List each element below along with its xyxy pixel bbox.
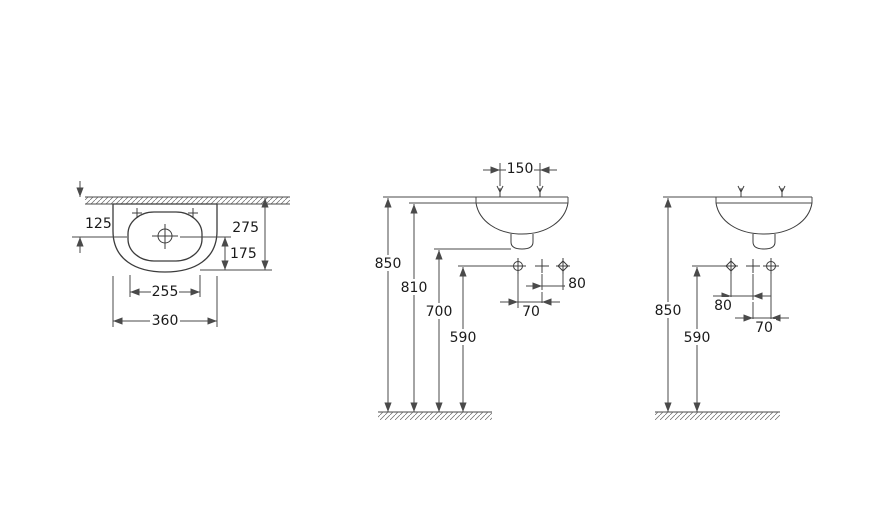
dim-label-80-front: 80 — [568, 276, 586, 292]
fixing-hole-cross-icon — [746, 259, 760, 273]
basin-front-profile — [475, 185, 569, 250]
floor-line-front — [378, 411, 492, 420]
dim-850-side: 850 — [652, 196, 716, 412]
tap-symbol-icon — [496, 185, 504, 198]
dim-70-side: 70 — [735, 274, 789, 336]
top-view: 125 275 175 255 — [72, 181, 290, 329]
dim-label-700: 700 — [426, 304, 453, 320]
dim-810: 810 — [398, 202, 476, 412]
dim-label-150: 150 — [507, 161, 534, 177]
front-view: 150 850 810 700 59 — [372, 160, 588, 420]
fixing-hole-diamond-icon — [724, 258, 738, 274]
dim-275: 275 — [200, 198, 272, 271]
tap-hole-icon — [152, 224, 178, 249]
fixing-hole-circle-icon — [763, 258, 779, 274]
dim-label-850-side: 850 — [655, 303, 682, 319]
dim-125: 125 — [72, 181, 127, 253]
dim-175: 175 — [180, 236, 257, 270]
dim-label-70-front: 70 — [522, 304, 540, 320]
dim-label-70-side: 70 — [755, 320, 773, 336]
dim-255: 255 — [129, 275, 201, 300]
dim-label-810: 810 — [401, 280, 428, 296]
dim-80-side: 80 — [711, 274, 771, 314]
fixing-hole-circle-icon — [510, 258, 526, 274]
dim-850-front: 850 — [372, 196, 476, 412]
floor-line-side — [655, 411, 780, 420]
dim-label-360: 360 — [152, 313, 179, 329]
tap-symbol-icon — [536, 185, 544, 198]
dim-590-front: 590 — [447, 265, 510, 412]
tap-symbol-icon — [737, 185, 745, 198]
side-view: 850 590 — [652, 185, 813, 420]
dim-label-850-front: 850 — [375, 256, 402, 272]
basin-side-profile — [715, 185, 813, 250]
wall-section — [85, 196, 290, 205]
dim-label-125: 125 — [85, 216, 112, 232]
dim-label-80-side: 80 — [714, 298, 732, 314]
dim-80-front: 80 — [526, 274, 588, 292]
drain-trap — [752, 234, 776, 250]
dim-label-175: 175 — [230, 246, 257, 262]
dim-label-590-side: 590 — [684, 330, 711, 346]
dim-label-590-front: 590 — [450, 330, 477, 346]
fixing-hole-cross-icon — [535, 259, 549, 273]
dim-700: 700 — [423, 248, 511, 412]
tap-symbol-icon — [778, 185, 786, 198]
fixing-mark-left-icon — [132, 208, 142, 218]
fixing-hole-diamond-icon — [556, 258, 570, 274]
dim-70-front: 70 — [500, 274, 560, 320]
drain-trap — [510, 234, 534, 250]
dim-label-275: 275 — [232, 220, 259, 236]
dim-label-255: 255 — [152, 284, 179, 300]
dim-590-side: 590 — [681, 265, 724, 412]
dim-150: 150 — [483, 160, 557, 186]
fixing-mark-right-icon — [188, 208, 198, 218]
dim-360: 360 — [112, 276, 218, 329]
